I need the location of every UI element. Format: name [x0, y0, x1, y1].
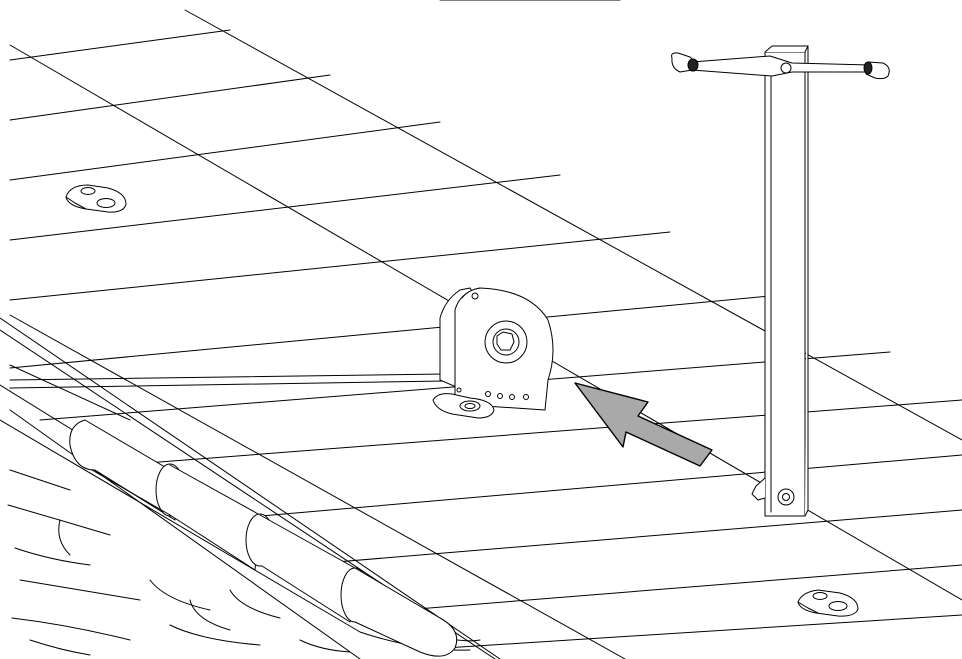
deck-anchor-cleat [797, 589, 859, 617]
deck-anchor-cleat [65, 184, 127, 213]
deck-anchor-cleat [432, 393, 495, 419]
pool-water [7, 469, 351, 656]
floating-roller-tube [69, 419, 458, 657]
crank-handle [671, 52, 890, 80]
winch-reel [439, 287, 554, 411]
direction-arrow [574, 382, 713, 467]
crank-post [751, 45, 809, 517]
cover-reel-strap [9, 373, 446, 389]
deck-paving-grid [9, 0, 962, 659]
